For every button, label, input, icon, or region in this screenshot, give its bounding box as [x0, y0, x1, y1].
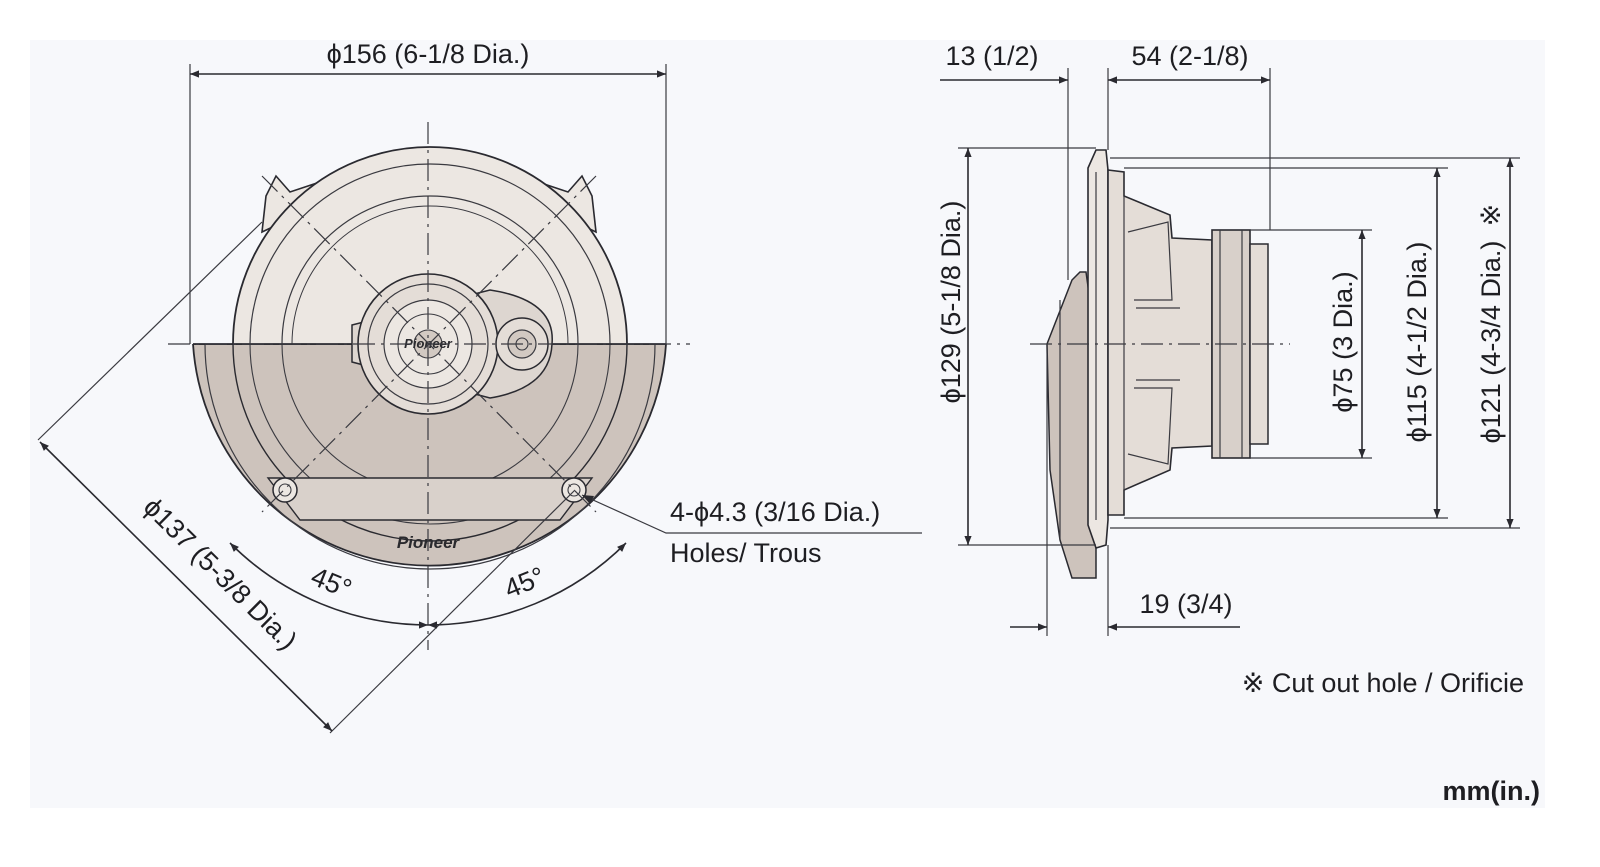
angle-arc-left	[229, 542, 429, 629]
flange	[1087, 149, 1109, 549]
ext-line-137-a	[37, 221, 263, 441]
cutout-note: ※ Cut out hole / Orificie	[1242, 668, 1524, 698]
flange-depth-label: 13 (1/2)	[945, 41, 1038, 71]
hole-label: Holes/ Trous	[670, 538, 822, 568]
hole-leader-line	[581, 494, 922, 534]
basket-window-top	[1127, 221, 1173, 301]
front-protrusion-label: 19 (3/4)	[1139, 589, 1232, 619]
angle-arc-right	[427, 542, 627, 629]
front-view: Pioneer Pioneer ϕ156 (6-1/8 Dia.) ϕ137 (…	[37, 39, 922, 734]
basket-window-bottom	[1127, 387, 1173, 465]
mount-depth-label: 54 (2-1/8)	[1131, 41, 1248, 71]
hole-spec-label: 4-ϕ4.3 (3/16 Dia.)	[670, 497, 880, 527]
hole-leader-arrow	[582, 495, 594, 504]
center-line-diagonal-b	[261, 175, 597, 513]
basket-diameter-label: ϕ115 (4-1/2 Dia.)	[1402, 242, 1432, 443]
units-label: mm(in.)	[1443, 776, 1541, 806]
frame-diameter-label: ϕ129 (5-1/8 Dia.)	[936, 201, 966, 404]
brand-logo: Pioneer	[397, 533, 461, 552]
magnet-diameter-label: ϕ75 (3 Dia.)	[1328, 271, 1358, 412]
cutout-diameter-label: ϕ121 (4-3/4 Dia.)	[1476, 241, 1506, 444]
outer-diameter-label: ϕ156 (6-1/8 Dia.)	[327, 39, 530, 69]
cutout-marker: ※	[1476, 204, 1506, 227]
dim-line-137	[39, 441, 333, 732]
mounting-hole-left	[272, 477, 298, 503]
mounting-hole-right-inner	[567, 483, 581, 497]
side-view: 13 (1/2) 54 (2-1/8) ϕ129 (5-1/8 Dia.) ϕ7…	[936, 41, 1520, 636]
basket-ribs	[1136, 307, 1180, 381]
